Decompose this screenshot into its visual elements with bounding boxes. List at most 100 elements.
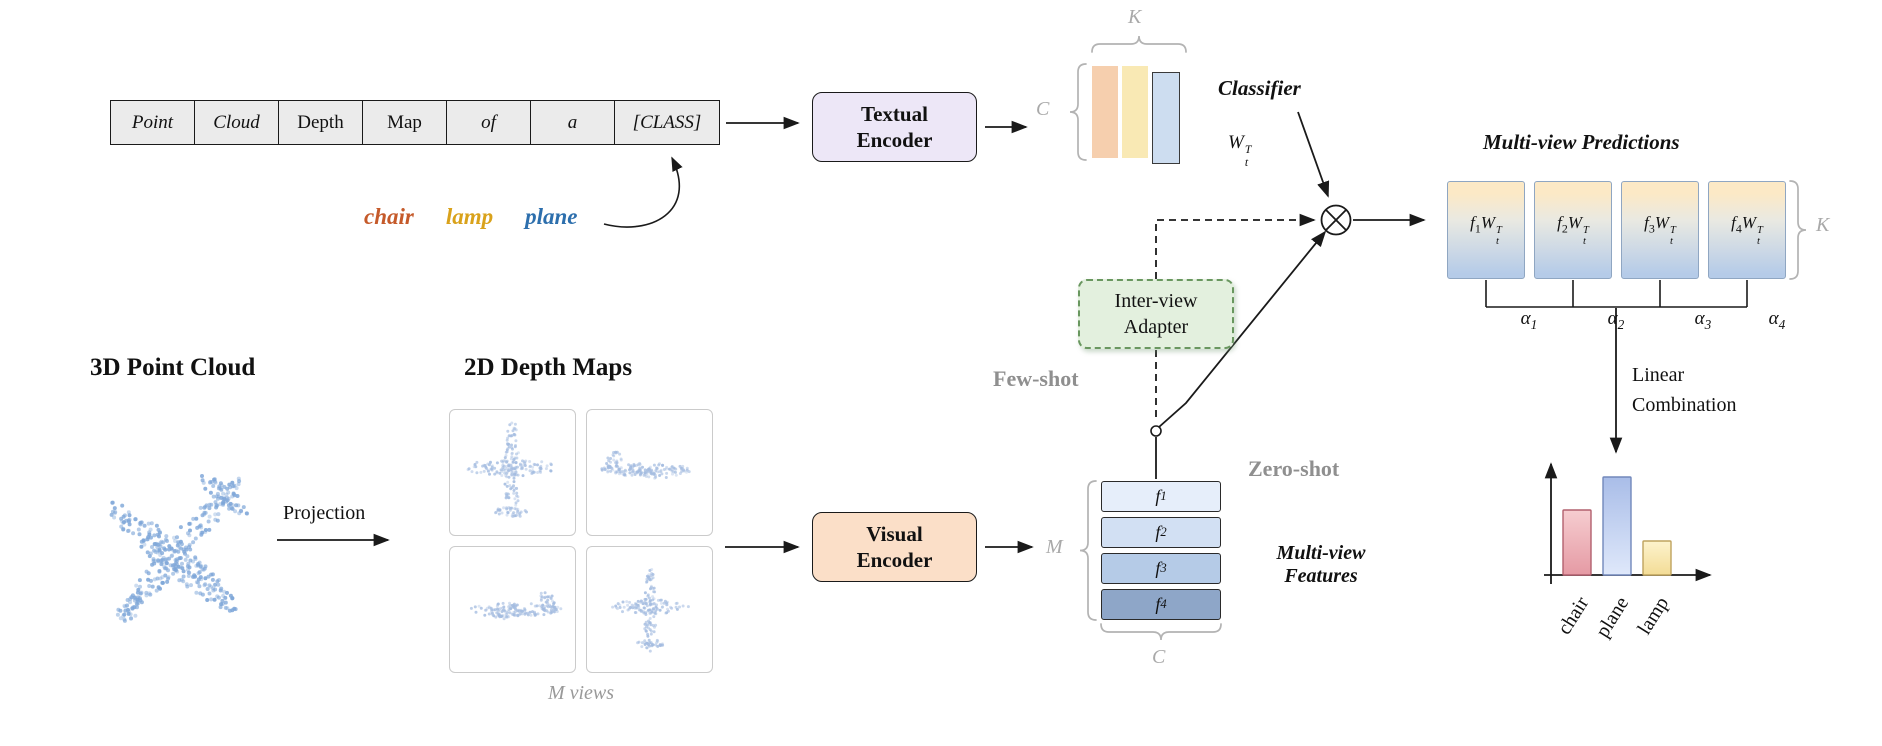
f2-base: f xyxy=(1155,522,1161,542)
alpha-2: α2 xyxy=(1608,308,1625,333)
result-bar-chart: chair plane lamp xyxy=(1544,462,1712,641)
depth-map-view-1 xyxy=(449,409,576,536)
weight-sup: T xyxy=(1244,143,1252,157)
alpha2-sub: 2 xyxy=(1617,316,1625,332)
depth-map-view-2 xyxy=(586,409,713,536)
depth-map-dots-view2 xyxy=(600,450,691,480)
matmul-otimes-icon xyxy=(1320,204,1352,236)
p1-wsub: t xyxy=(1496,235,1499,247)
m-views-label: M views xyxy=(547,682,615,704)
zero-shot-label: Zero-shot xyxy=(1248,456,1340,481)
alpha3-base: α xyxy=(1694,308,1705,329)
prompt-token: of xyxy=(447,101,531,144)
f4-base: f xyxy=(1155,594,1161,614)
linear-combination-label: Linear Combination xyxy=(1632,364,1737,416)
point-cloud-title: 3D Point Cloud xyxy=(90,354,256,381)
f1-base: f xyxy=(1155,486,1161,506)
alpha3-sub: 3 xyxy=(1704,316,1712,332)
visual-encoder-box: Visual Encoder xyxy=(812,512,977,582)
depth-map-dots-view3 xyxy=(469,591,563,621)
p1-sub: 1 xyxy=(1474,221,1481,236)
alpha-comb-bracket xyxy=(1485,280,1748,308)
alpha4-base: α xyxy=(1768,308,1779,329)
p1-f: f xyxy=(1470,213,1475,233)
brace xyxy=(1789,180,1807,280)
classifier-label: Classifier xyxy=(1218,76,1301,100)
depth-map-dots-view1 xyxy=(466,421,553,518)
classifier-dim-c: C xyxy=(1036,98,1050,120)
chart-bar-lamp xyxy=(1642,540,1672,576)
p3-w: W xyxy=(1654,213,1669,233)
p4-wsup: T xyxy=(1757,224,1763,236)
classifier-weight-stack xyxy=(1092,62,1188,172)
p4-wsub: t xyxy=(1757,235,1760,247)
multiview-features-title: Multi-view Features xyxy=(1276,542,1366,587)
depth-maps-title: 2D Depth Maps xyxy=(464,354,633,381)
arrow-switch-to-matmul xyxy=(1158,230,1327,428)
multiview-predictions-title: Multi-view Predictions xyxy=(1483,130,1680,154)
weight-base: W xyxy=(1228,132,1244,153)
p3-f: f xyxy=(1644,213,1649,233)
textual-encoder-box: Textual Encoder xyxy=(812,92,977,162)
inter-view-adapter-box: Inter-view Adapter xyxy=(1078,279,1234,349)
p4-sub: 4 xyxy=(1735,221,1742,236)
arrow-classifier-to-matmul xyxy=(1297,111,1330,198)
prompt-token: a xyxy=(531,101,615,144)
p2-f: f xyxy=(1557,213,1562,233)
alpha1-base: α xyxy=(1520,308,1531,329)
p1-w: W xyxy=(1480,213,1495,233)
f2-sub: 2 xyxy=(1160,525,1167,539)
textual-encoder-label: Textual Encoder xyxy=(856,101,933,152)
chart-bar-plane xyxy=(1602,476,1632,576)
classifier-dim-k: K xyxy=(1128,6,1142,28)
classifier-bar-yellow xyxy=(1122,66,1148,158)
p4-w: W xyxy=(1741,213,1756,233)
p3-wsup: T xyxy=(1670,224,1676,236)
features-dim-m: M xyxy=(1046,536,1063,558)
predictions-dim-k: K xyxy=(1816,214,1830,236)
f1-sub: 1 xyxy=(1160,489,1167,503)
chart-label-lamp: lamp xyxy=(1633,593,1673,639)
few-shot-label: Few-shot xyxy=(993,366,1079,391)
brace xyxy=(1100,623,1222,641)
alpha-3: α3 xyxy=(1695,308,1712,333)
f4-sub: 4 xyxy=(1160,597,1167,611)
dimension-braces xyxy=(1069,35,1807,641)
depth-map-view-3 xyxy=(449,546,576,673)
visual-encoder-label: Visual Encoder xyxy=(856,521,933,572)
weight-sub: t xyxy=(1244,155,1249,169)
p4-f: f xyxy=(1731,213,1736,233)
p2-wsup: T xyxy=(1583,224,1589,236)
p2-sub: 2 xyxy=(1561,221,1568,236)
chart-label-plane: plane xyxy=(1592,593,1634,641)
p1-wsup: T xyxy=(1496,224,1502,236)
classifier-bar-orange xyxy=(1092,66,1118,158)
features-dim-c: C xyxy=(1152,646,1166,668)
alpha1-sub: 1 xyxy=(1530,316,1538,332)
class-word-chair: chair xyxy=(364,204,414,229)
prompt-token: Map xyxy=(363,101,447,144)
prompt-template: Point Cloud Depth Map of a [CLASS] xyxy=(110,100,720,145)
prompt-token: Cloud xyxy=(195,101,279,144)
f3-sub: 3 xyxy=(1160,561,1167,575)
projection-label: Projection xyxy=(283,502,366,524)
point-cloud-3d-airplane xyxy=(109,474,250,623)
p2-wsub: t xyxy=(1583,235,1586,247)
class-name-list: chair lamp plane xyxy=(364,204,578,230)
class-word-plane: plane xyxy=(525,204,578,229)
classifier-bar-blue xyxy=(1152,72,1180,164)
